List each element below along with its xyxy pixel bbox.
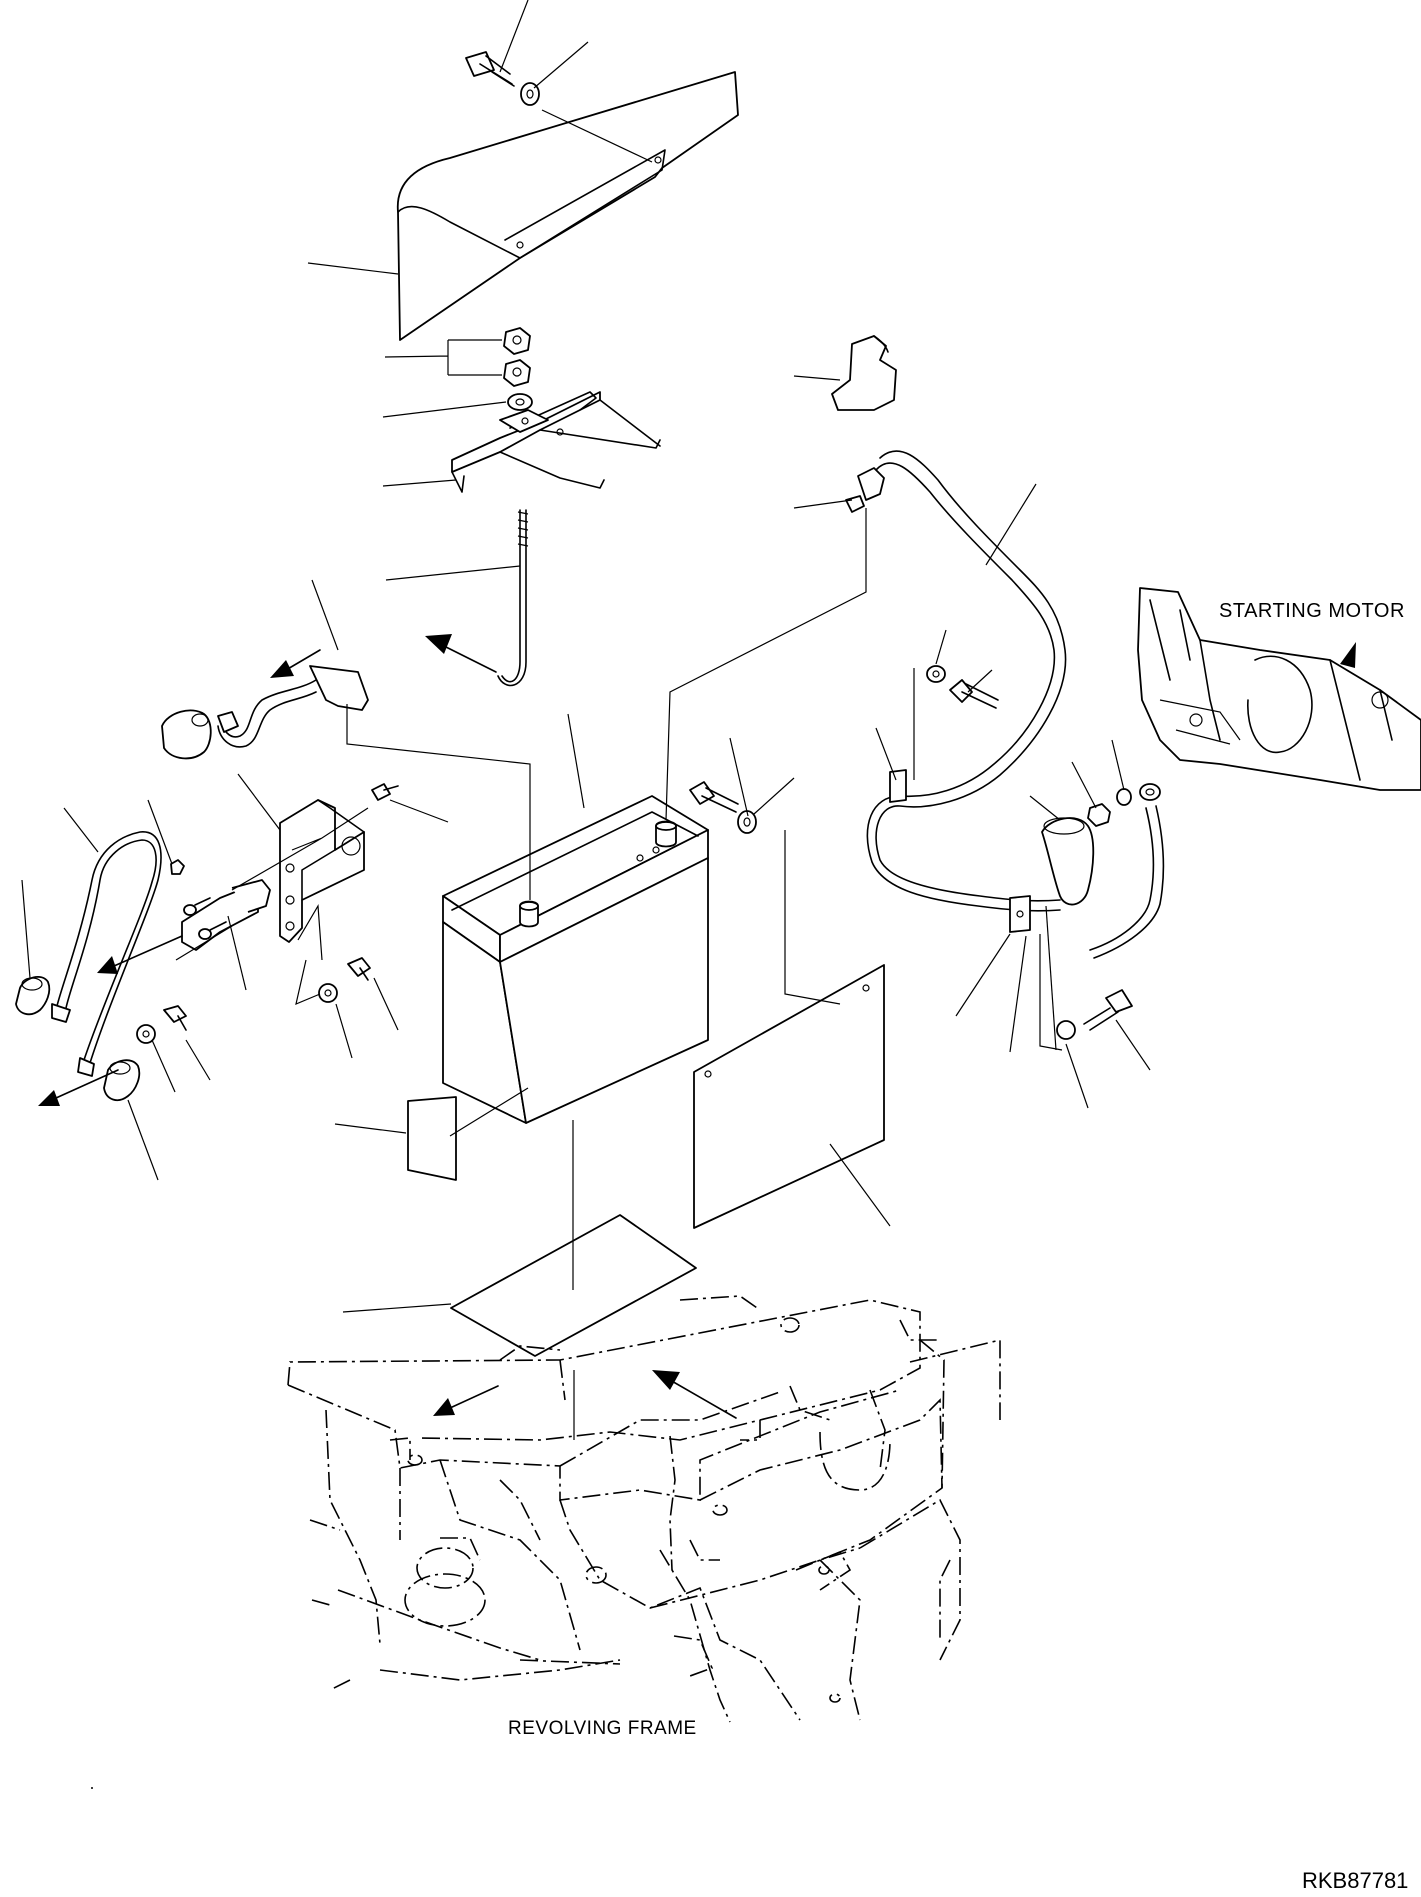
relay-small-nut [170, 859, 185, 875]
harness-terminal [845, 467, 885, 513]
battery-pad [407, 1096, 457, 1181]
harness-clamp-lower [1009, 895, 1031, 933]
starter-washer [1116, 788, 1132, 806]
negative-terminal [519, 900, 539, 928]
harness-washer-lower [1056, 1020, 1076, 1040]
terminal-cap [831, 335, 897, 411]
positive-terminal [655, 820, 677, 848]
positive-cable-harness [866, 450, 1067, 912]
direction-arrows [38, 634, 1356, 1419]
flat-washer [507, 393, 533, 411]
hold-down-bracket [451, 391, 661, 493]
battery-relay [181, 879, 271, 951]
assembly-guide-lines [175, 109, 1063, 1440]
harness-bolt-upper [949, 679, 999, 709]
bracket-bolt [347, 957, 371, 981]
relay-cable [51, 831, 162, 1077]
harness-washer-upper [926, 665, 946, 683]
cover-bolt [465, 51, 515, 87]
nuts [503, 327, 531, 387]
stray-dot [91, 1787, 93, 1789]
harness-bolt-lower [1083, 989, 1133, 1031]
relay-bolt-lower [163, 1005, 187, 1031]
negative-cable [217, 665, 369, 748]
leader-lines [21, 0, 1151, 1313]
j-bolt [497, 509, 529, 687]
cover-washer [520, 82, 540, 106]
battery-side-plate [693, 964, 885, 1229]
relay-bracket [279, 799, 365, 943]
starting-motor [1137, 587, 1421, 791]
battery [442, 795, 709, 1124]
battery-hold-bolt [689, 781, 739, 813]
starter-cable [1089, 783, 1165, 959]
starting-motor-label: STARTING MOTOR [1219, 600, 1405, 622]
starter-nut [1087, 803, 1111, 827]
drawing-code: RKB87781 [1302, 1868, 1409, 1893]
revolving-frame-label: REVOLVING FRAME [508, 1718, 697, 1739]
starter-terminal-boot [1041, 817, 1095, 906]
battery-cover [397, 71, 739, 341]
relay-screw [371, 783, 399, 801]
harness-clamp-upper [889, 769, 907, 803]
relay-terminal-boot-lower [103, 1059, 141, 1102]
relay-terminal-boot-upper [15, 975, 51, 1016]
bracket-washer [318, 983, 338, 1003]
negative-terminal-boot [161, 709, 212, 760]
relay-washer [136, 1024, 156, 1044]
revolving-frame [287, 1295, 1001, 1723]
